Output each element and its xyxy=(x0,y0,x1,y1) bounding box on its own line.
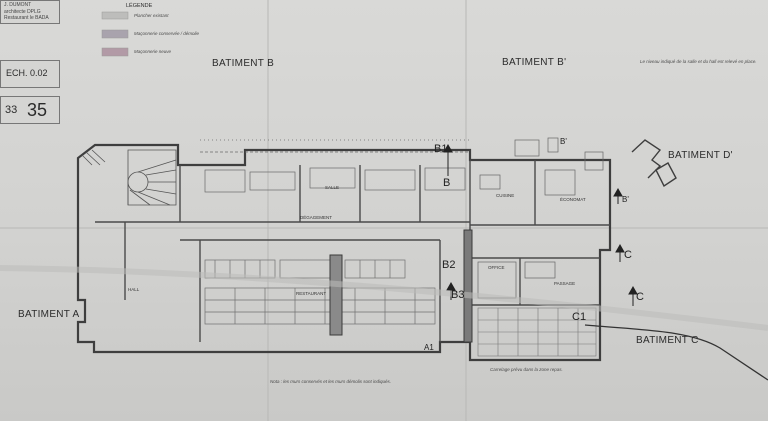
section-arrows xyxy=(443,143,638,306)
room-hall: HALL xyxy=(128,287,140,292)
scale-box: ECH. 0.02 xyxy=(0,60,60,88)
note-bottom-center: Nota : les murs conservés et les murs dé… xyxy=(270,379,392,384)
author-title: architecte DPLG xyxy=(4,9,41,15)
author-stamp: J. DUMONT architecte DPLG Restaurant le … xyxy=(0,0,60,24)
marker-b-prime: B' xyxy=(560,137,567,146)
inner-walls xyxy=(95,160,610,342)
central-columns xyxy=(329,229,473,343)
marker-b3: B3 xyxy=(451,289,465,301)
sheet-number-left: 33 xyxy=(5,104,18,116)
building-d-prime-outline xyxy=(631,139,677,188)
restaurant-grid xyxy=(477,307,597,357)
sheet-number-box: 33 35 xyxy=(0,96,60,124)
building-b-prime-label: BATIMENT B' xyxy=(502,57,567,68)
legend-swatch-1 xyxy=(101,11,129,20)
building-b-label: BATIMENT B xyxy=(212,58,275,69)
room-degagement: DÉGAGEMENT xyxy=(300,215,333,220)
building-c-label: BATIMENT C xyxy=(636,335,699,346)
legend-swatch-2 xyxy=(101,29,129,39)
legend-swatches xyxy=(101,11,129,57)
legend-swatch-3 xyxy=(101,47,129,57)
marker-b: B xyxy=(443,177,451,189)
note-bottom-right: Carrelage prévu dans la zone repas. xyxy=(490,367,563,372)
legend-item-3-label: Maçonnerie neuve xyxy=(134,49,172,54)
staircase xyxy=(127,149,177,206)
room-restaurant: RESTAURANT xyxy=(296,291,327,296)
outer-walls xyxy=(76,143,612,362)
sheet-number-right: 35 xyxy=(27,100,48,120)
building-a-label: BATIMENT A xyxy=(18,309,80,320)
top-left-hatch xyxy=(81,149,106,166)
room-salle: SALLE xyxy=(325,185,340,190)
scale-label: ECH. 0.02 xyxy=(6,68,48,78)
room-cuisine: CUISINE xyxy=(496,193,515,198)
legend-item-2-label: Maçonnerie conservée / démolie xyxy=(134,31,200,36)
marker-c-upper: C xyxy=(624,249,632,261)
dining-tables xyxy=(204,259,436,325)
room-passage: PASSAGE xyxy=(554,281,576,286)
marker-c-lower: C xyxy=(636,291,644,303)
cable-line xyxy=(584,324,768,381)
upper-rooms-detail xyxy=(200,139,470,193)
marker-b-prime-right: B' xyxy=(622,195,629,204)
author-name: J. DUMONT xyxy=(4,2,32,8)
marker-b2: B2 xyxy=(442,259,456,271)
legend-title: LÉGENDE xyxy=(126,3,153,9)
marker-c1: C1 xyxy=(572,311,587,323)
paper-crease xyxy=(0,265,768,331)
room-office: OFFICE xyxy=(488,265,505,270)
kitchen-equipment xyxy=(477,137,604,299)
marker-a1: A1 xyxy=(424,343,434,352)
legend-item-1-label: Plancher existant xyxy=(134,13,169,18)
marker-b1: B1 xyxy=(434,143,448,155)
room-economat: ÉCONOMAT xyxy=(560,197,586,202)
building-d-prime-label: BATIMENT D' xyxy=(668,150,733,161)
author-project: Restaurant le BADA xyxy=(4,15,49,21)
note-top-right: Le niveau indiqué de la salle et du hall… xyxy=(640,59,757,64)
